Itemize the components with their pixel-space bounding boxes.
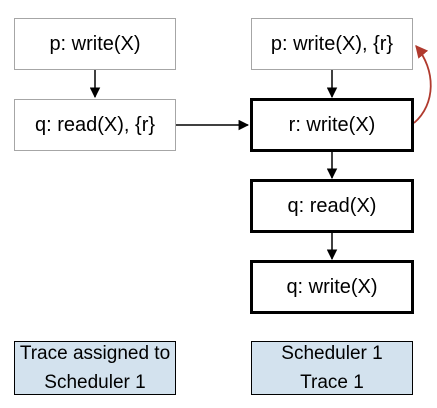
node-label: q: write(X) — [286, 275, 378, 298]
left-node-q-read: q: read(X), {r} — [14, 99, 176, 151]
node-label: p: write(X) — [49, 32, 141, 55]
caption-line-2: Trace 1 — [300, 372, 364, 393]
caption-line-1: Scheduler 1 — [281, 343, 383, 364]
right-node-q-read: q: read(X) — [250, 179, 414, 233]
node-label: q: read(X) — [287, 194, 377, 217]
node-label: q: read(X), {r} — [34, 113, 156, 136]
caption-trace-assigned: Trace assigned to Scheduler 1 — [14, 341, 176, 395]
node-label: p: write(X), {r} — [270, 32, 394, 55]
node-label: r: write(X) — [288, 113, 376, 136]
caption-line-1: Trace assigned to — [19, 343, 171, 364]
right-node-r-write: r: write(X) — [250, 98, 414, 152]
right-node-q-write: q: write(X) — [250, 260, 414, 314]
caption-line-2: Scheduler 1 — [44, 372, 146, 393]
back-edge-r-to-p — [413, 45, 432, 124]
caption-scheduler-trace: Scheduler 1 Trace 1 — [251, 341, 413, 395]
left-node-p-write: p: write(X) — [14, 18, 176, 70]
right-node-p-write: p: write(X), {r} — [251, 18, 413, 70]
